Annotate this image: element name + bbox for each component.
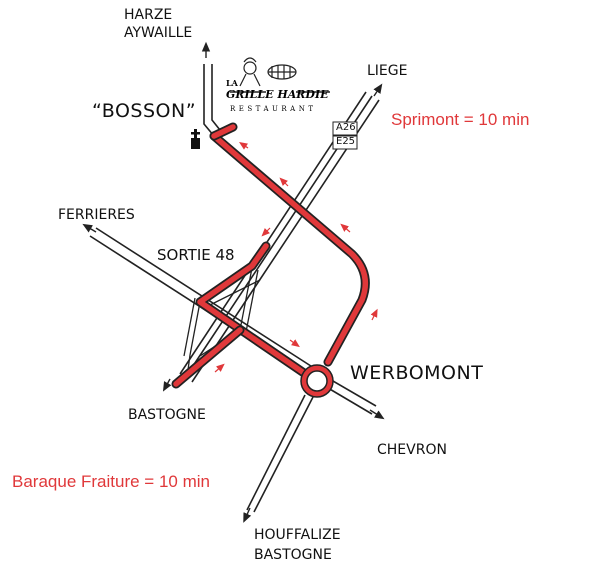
church-cross-icon bbox=[191, 129, 200, 149]
arrow-chevron bbox=[369, 409, 385, 420]
logo-la: LA bbox=[226, 78, 238, 88]
label-harze: HARZE bbox=[124, 7, 173, 23]
arrow-ferrieres bbox=[82, 223, 97, 233]
label-liege: LIEGE bbox=[367, 63, 408, 79]
arrow-liege bbox=[373, 83, 383, 97]
baraque-time: Baraque Fraiture = 10 min bbox=[12, 472, 210, 491]
logo-name: GRILLE HARDIE bbox=[226, 88, 329, 101]
label-ferrieres: FERRIERES bbox=[58, 207, 135, 223]
shield-e25-text: E25 bbox=[336, 136, 356, 147]
label-bosson: “BOSSON” bbox=[92, 100, 197, 122]
route-highlight bbox=[171, 122, 370, 389]
label-houffalize: HOUFFALIZE bbox=[254, 527, 341, 543]
label-aywaille: AYWAILLE bbox=[124, 25, 193, 41]
chef-pig-grill-icon bbox=[230, 57, 330, 93]
label-werbomont: WERBOMONT bbox=[350, 362, 484, 384]
road-houffalize bbox=[246, 394, 314, 513]
label-chevron: CHEVRON bbox=[377, 442, 447, 458]
shield-a26 bbox=[332, 121, 358, 150]
logo-sub: RESTAURANT bbox=[230, 105, 317, 113]
label-sortie: SORTIE 48 bbox=[157, 246, 235, 264]
shield-a26-text: A26 bbox=[336, 122, 356, 133]
sprimont-time: Sprimont = 10 min bbox=[391, 110, 530, 129]
arrow-houffalize bbox=[243, 507, 252, 523]
road-harze bbox=[203, 64, 221, 137]
roundabout-icon bbox=[300, 364, 334, 398]
arrow-bastogne bbox=[162, 378, 172, 392]
label-bastogne-2: BASTOGNE bbox=[254, 547, 332, 563]
label-bastogne: BASTOGNE bbox=[128, 407, 206, 423]
route-arrows bbox=[214, 142, 378, 373]
